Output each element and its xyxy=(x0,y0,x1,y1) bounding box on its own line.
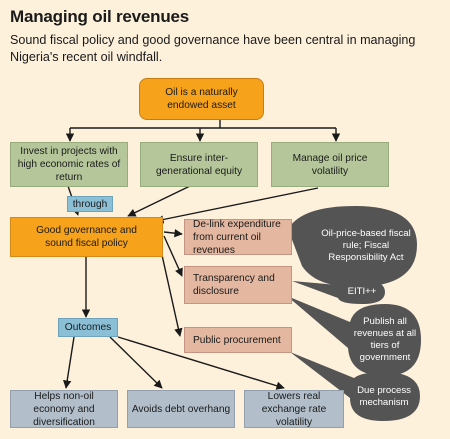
node-outcomes: Outcomes xyxy=(58,318,118,337)
speech-bubbles xyxy=(287,206,421,421)
arrows xyxy=(63,119,341,390)
bubble-fiscal-rule: Oil-price-based fiscal rule; Fiscal Resp… xyxy=(321,228,411,263)
node-exchange-rate: Lowers real exchange rate volatility xyxy=(244,390,344,428)
node-through: through xyxy=(67,196,113,212)
bubble-publish-revenues: Publish all revenues at all tiers of gov… xyxy=(353,316,417,363)
bubble-fiscal-rule-shape xyxy=(288,206,417,287)
page-subtitle: Sound fiscal policy and good governance … xyxy=(10,33,416,64)
bubble-eiti-shape xyxy=(292,280,385,304)
bubble-due-process: Due process mechanism xyxy=(357,385,411,408)
bubble-eiti: EITI++ xyxy=(347,286,377,297)
node-manage-volatility: Manage oil price volatility xyxy=(271,142,389,187)
node-oil-asset: Oil is a naturally endowed asset xyxy=(139,78,264,120)
bubble-due-process-shape xyxy=(290,352,420,421)
node-delink-expenditure: De-link expenditure from current oil rev… xyxy=(184,219,292,256)
bubble-publish-shape xyxy=(287,296,421,376)
node-intergenerational-equity: Ensure inter-generational equity xyxy=(140,142,258,187)
node-non-oil-economy: Helps non-oil economy and diversificatio… xyxy=(10,390,118,428)
node-transparency: Transparency and disclosure xyxy=(184,266,292,304)
node-public-procurement: Public procurement xyxy=(184,327,292,353)
node-good-governance: Good governance and sound fiscal policy xyxy=(10,217,163,257)
node-invest-projects: Invest in projects with high economic ra… xyxy=(10,142,128,187)
page-title: Managing oil revenues xyxy=(10,7,190,26)
node-avoids-debt: Avoids debt overhang xyxy=(127,390,235,428)
